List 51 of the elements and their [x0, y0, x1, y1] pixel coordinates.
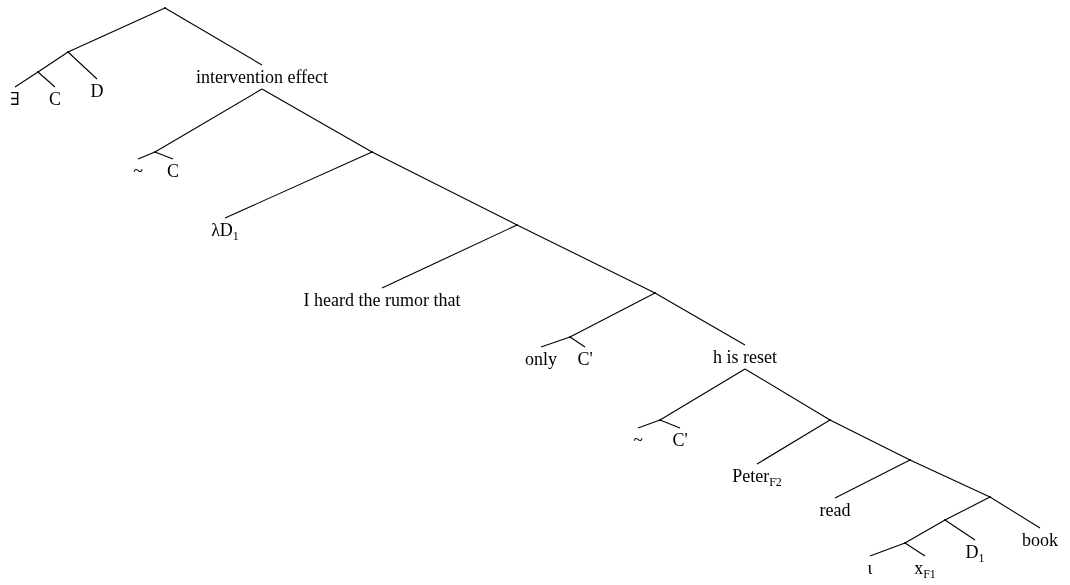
tree-branch-line [744, 368, 831, 421]
tree-node-label: read [819, 499, 851, 521]
tree-node-label: C [49, 88, 61, 110]
tree-node-label: only [525, 348, 557, 370]
tree-branch-line [637, 419, 661, 429]
tree-branch-line [154, 88, 263, 153]
tree-node-label: D [90, 80, 104, 102]
tree-node-label: C' [577, 348, 593, 370]
tree-branch-line [37, 51, 69, 73]
tree-branch-line [654, 292, 746, 346]
tree-branch-line [154, 151, 174, 160]
tree-node-label: ~ [633, 429, 643, 451]
tree-branch-line [989, 496, 1041, 529]
tree-node-label: x$_{F1}$ [914, 557, 936, 579]
tree-branch-line [540, 336, 571, 348]
tree-node-label: λD$_{1}$ [211, 219, 239, 241]
tree-branch-line [904, 542, 926, 557]
tree-node-label: ∃ [10, 88, 20, 110]
tree-node-label: C' [672, 429, 688, 451]
tree-branch-line [904, 519, 946, 544]
tree-node-label: book [1022, 529, 1058, 551]
tree-branch-line [14, 71, 39, 88]
tree-branch-line [944, 519, 976, 541]
tree-branch-line [569, 336, 586, 348]
tree-branch-line [944, 496, 991, 521]
tree-branch-line [67, 51, 98, 80]
tree-branch-line [261, 88, 373, 153]
tree-branch-line [829, 419, 911, 461]
tree-branch-line [371, 151, 518, 226]
tree-branch-line [164, 7, 263, 66]
tree-branch-line [659, 419, 681, 429]
tree-branch-line [37, 71, 56, 88]
tree-branch-line [869, 542, 906, 557]
tree-branch-line [381, 224, 518, 289]
tree-node-label: ~ [133, 160, 143, 182]
tree-branch-line [756, 419, 831, 465]
tree-branch-line [569, 292, 656, 338]
tree-branch-line [909, 459, 991, 498]
tree-node-label: Peter$_{F2}$ [732, 465, 782, 487]
tree-node-label: intervention effect [195, 66, 329, 88]
tree-node-label: I heard the rumor that [303, 289, 461, 311]
tree-branch-line [659, 368, 746, 421]
tree-branch-line [834, 459, 911, 499]
tree-node-label: C [167, 160, 179, 182]
tree-branch-line [224, 151, 373, 219]
tree-node-label: h is reset [713, 346, 777, 368]
tree-branch-line [137, 151, 156, 160]
tree-branch-line [67, 7, 166, 53]
tree-node-label: D$_{1}$ [965, 541, 985, 563]
tree-node-label: ι [867, 557, 873, 579]
tree-branch-line [516, 224, 656, 294]
